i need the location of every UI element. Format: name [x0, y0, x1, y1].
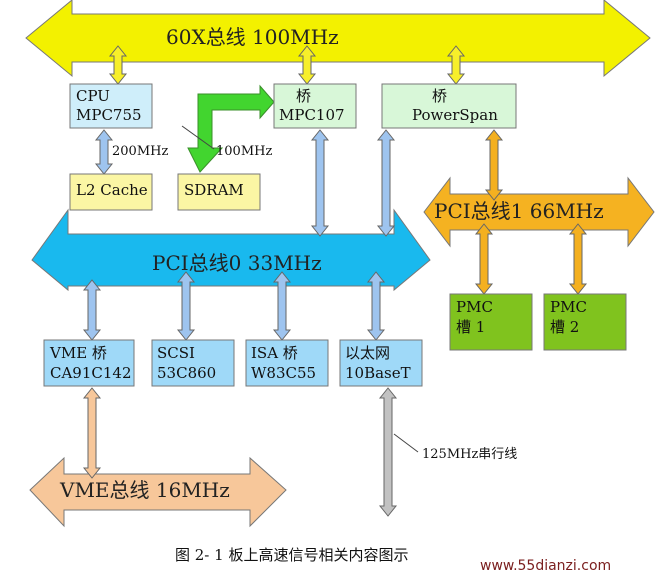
ethernet-label-1: 以太网	[345, 344, 390, 362]
arrow-powerspan-pci0	[376, 129, 396, 237]
pmc-slot2-box	[543, 293, 627, 351]
cpu-box	[69, 83, 153, 129]
isa-bridge-label-2: W83C55	[251, 364, 316, 382]
arrow-ethernet-serial	[378, 387, 398, 517]
arrow-cpu-l2	[94, 129, 114, 175]
pmc-slot1-box	[449, 293, 533, 351]
pmc-slot2-label-2: 槽 2	[550, 318, 579, 336]
cpu-label-1: CPU	[76, 87, 110, 105]
pmc-slot2-label-1: PMC	[550, 298, 587, 316]
vme-bridge-box	[43, 339, 135, 387]
serial-callout	[393, 433, 419, 453]
sdram-speed-callout	[181, 125, 215, 150]
sdram-speed-label: 100MHz	[216, 144, 272, 159]
bridge-mpc107-label-2: MPC107	[279, 106, 345, 124]
scsi-label-2: 53C860	[157, 364, 216, 382]
bus-pci0-label: PCI总线0 33MHz	[152, 251, 322, 275]
cpu-label-2: MPC755	[76, 106, 142, 124]
arrow-powerspan-pci1	[484, 129, 504, 201]
arrow-mpc107-pci0	[310, 129, 330, 237]
bus-vme-label: VME总线 16MHz	[59, 478, 230, 502]
l2-cache-label: L2 Cache	[76, 181, 148, 199]
scsi-label-1: SCSI	[157, 344, 195, 362]
sdram-box	[177, 173, 261, 211]
arrow-pci0-ethernet	[366, 271, 386, 341]
watermark: www.55dianzi.com	[480, 558, 611, 574]
vme-bridge-label-1: VME 桥	[49, 344, 107, 362]
serial-label: 125MHz串行线	[422, 447, 517, 462]
scsi-box	[151, 339, 235, 387]
vme-bridge-label-2: CA91C142	[50, 364, 132, 382]
ethernet-label-2: 10BaseT	[345, 364, 411, 382]
arrow-vmebridge-vmebus	[82, 387, 102, 479]
isa-bridge-box	[245, 339, 329, 387]
ethernet-box	[339, 339, 423, 387]
bridge-powerspan-box	[381, 83, 517, 129]
arrow-pci0-vme	[82, 279, 102, 341]
pmc-slot1-label-2: 槽 1	[456, 318, 485, 336]
bridge-powerspan-label-1: 桥	[432, 87, 447, 105]
l2-cache-box	[69, 173, 153, 211]
figure-caption: 图 2- 1 板上高速信号相关内容图示	[175, 546, 408, 564]
bus-60x-arrow	[25, 0, 651, 78]
arrow-pci0-scsi	[176, 271, 196, 341]
bus-60x-label: 60X总线 100MHz	[166, 25, 339, 49]
arrow-pci1-pmc1	[474, 223, 494, 295]
bridge-powerspan-label-2: PowerSpan	[412, 106, 498, 124]
bus-pci0-arrow	[31, 208, 431, 292]
bridge-mpc107-box	[273, 83, 357, 129]
arrow-pci1-pmc2	[568, 223, 588, 295]
bridge-mpc107-label-1: 桥	[296, 87, 311, 105]
sdram-label: SDRAM	[184, 181, 244, 199]
arrow-pci0-isa	[272, 271, 292, 341]
arrow-mpc107-sdram	[187, 84, 275, 173]
bus-pci1-label: PCI总线1 66MHz	[434, 199, 604, 223]
l2-speed-label: 200MHz	[112, 144, 168, 159]
pmc-slot1-label-1: PMC	[456, 298, 493, 316]
isa-bridge-label-1: ISA 桥	[251, 344, 298, 362]
